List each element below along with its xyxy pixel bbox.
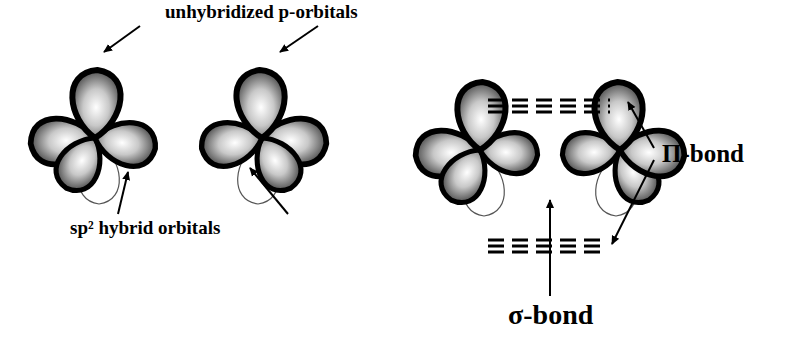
orbital-label: sp² hybrid orbitals: [70, 218, 220, 239]
bond-label: σ-bond: [508, 300, 593, 331]
bond-label: Π-bond: [662, 140, 744, 168]
carbon-orbitals: [29, 69, 159, 204]
leader-arrow: [104, 26, 654, 296]
orbital-label: unhybridized p-orbitals: [165, 2, 358, 23]
